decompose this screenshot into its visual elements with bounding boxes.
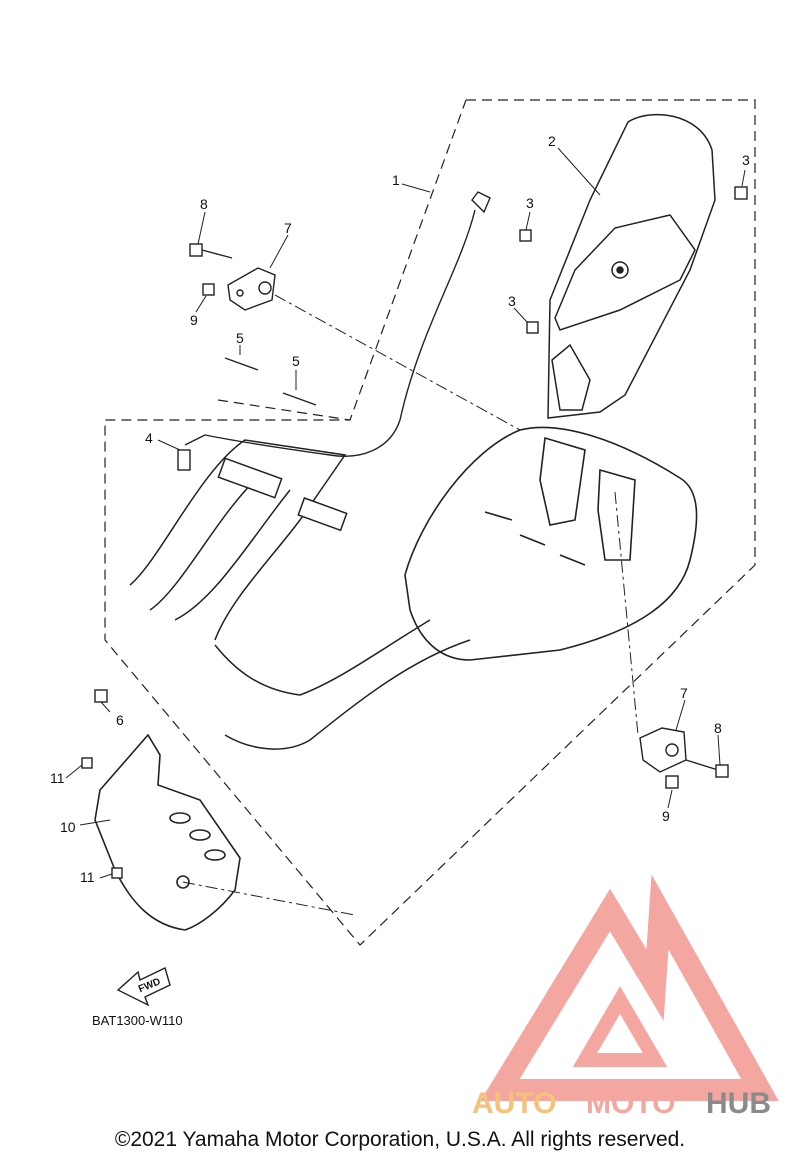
callout-11: 11 [50, 770, 65, 786]
bolt-8-lower [685, 759, 729, 778]
callout-11: 11 [80, 869, 95, 885]
automotohub-logo: AUTO MOTO HUB [472, 874, 779, 1120]
bolt-8-upper [189, 243, 233, 259]
clip-6 [94, 689, 108, 703]
callout-5: 5 [292, 353, 300, 369]
callout-numbers: 1 2 3 3 3 4 5 5 6 7 7 8 8 9 9 10 11 11 [50, 133, 750, 885]
logo-text-hub: HUB [706, 1087, 771, 1120]
callout-6: 6 [116, 712, 124, 728]
callout-7: 7 [680, 685, 688, 701]
bracket-7-lower [639, 727, 687, 773]
callout-3: 3 [508, 293, 516, 309]
forward-arrow-icon: FWD [116, 967, 171, 1007]
callout-4: 4 [145, 430, 153, 446]
callout-9: 9 [190, 312, 198, 328]
callout-10: 10 [60, 819, 76, 835]
drawing-code: BAT1300-W110 [92, 1013, 183, 1028]
bracket-7-upper [227, 267, 276, 311]
callout-5: 5 [236, 330, 244, 346]
callout-9: 9 [662, 808, 670, 824]
bolts-3 [519, 186, 748, 334]
callout-1: 1 [392, 172, 400, 188]
rear-muffler [547, 113, 716, 419]
nut-9-upper [202, 283, 215, 296]
heat-protector-10 [94, 733, 241, 931]
callout-2: 2 [548, 133, 556, 149]
main-muffler [404, 426, 698, 661]
assembly-boundary-lines [104, 99, 756, 946]
copyright-notice: ©2021 Yamaha Motor Corporation, U.S.A. A… [114, 1128, 686, 1151]
callout-3: 3 [742, 152, 750, 168]
callout-7: 7 [284, 220, 292, 236]
logo-text-moto: MOTO [586, 1087, 675, 1120]
leader-lines [65, 147, 746, 916]
logo-text-auto: AUTO [472, 1087, 556, 1120]
screws-11 [81, 757, 123, 879]
callout-3: 3 [526, 195, 534, 211]
callout-8: 8 [714, 720, 722, 736]
nut-9-lower [665, 775, 679, 789]
oxygen-sensor [177, 191, 491, 471]
callout-8: 8 [200, 196, 208, 212]
header-pipes [129, 439, 471, 750]
gaskets-5 [224, 357, 317, 406]
